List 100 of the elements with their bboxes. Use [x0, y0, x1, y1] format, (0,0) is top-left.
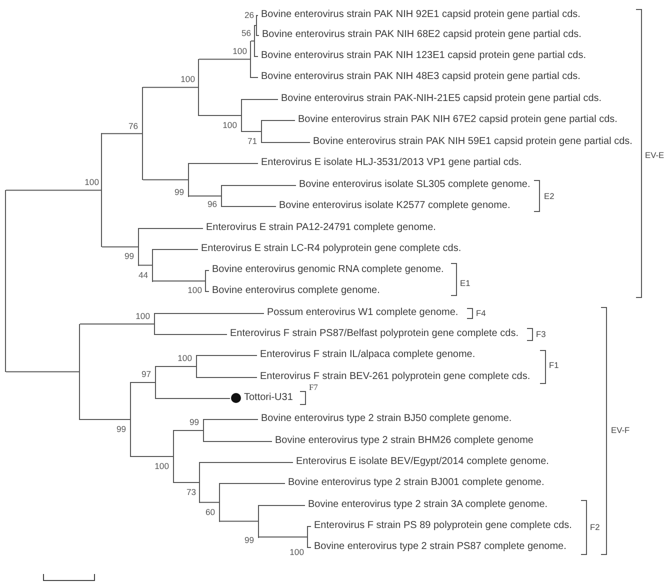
clade-label: F1: [549, 360, 559, 370]
taxon-label: Enterovirus E isolate BEV/Egypt/2014 complete genome.: [293, 455, 549, 469]
tree-branch: [198, 115, 242, 116]
tree-branch: [254, 56, 258, 57]
bootstrap-value: 99: [124, 251, 134, 261]
tree-branch: [174, 482, 200, 483]
taxon-label: Enterovirus F strain IL/alpaca complete genome.: [257, 348, 476, 362]
bootstrap-value: 99: [189, 417, 199, 427]
bootstrap-value: 100: [188, 285, 202, 295]
tree-branch: [308, 526, 312, 527]
taxon-label: Enterovirus E strain PA12-24791 complete genome.: [203, 221, 436, 235]
tree-branch: [142, 86, 198, 88]
tree-branch: [250, 77, 258, 78]
tree-branch: [204, 419, 258, 420]
bootstrap-value: 100: [84, 177, 99, 187]
taxon-label: Bovine enterovirus strain PAK-NIH-21E5 capsid protein gene partial cds.: [278, 92, 602, 106]
tree-branch: [138, 228, 204, 229]
bootstrap-value: 44: [138, 270, 148, 280]
clade-label: F7: [309, 383, 318, 393]
tree-branch: [206, 291, 210, 292]
tree-branch: [188, 163, 258, 164]
taxon-label: Bovine enterovirus isolate K2577 complete genome.: [276, 199, 510, 213]
bootstrap-value: 99: [244, 535, 254, 545]
tree-branch: [156, 398, 230, 399]
bootstrap-value: 60: [205, 507, 215, 517]
bootstrap-value: 100: [222, 120, 237, 130]
bootstrap-value: 100: [154, 461, 169, 471]
tree-branch: [6, 190, 102, 191]
bootstrap-value: 56: [241, 28, 251, 38]
tree-branch: [152, 249, 198, 250]
taxon-label: Enterovirus E isolate HLJ-3531/2013 VP1 gene partial cds.: [258, 156, 522, 170]
tree-branch: [200, 462, 294, 463]
bootstrap-value: 76: [128, 121, 138, 131]
bootstrap-value: 96: [207, 199, 217, 209]
tree-branch: [80, 418, 130, 420]
tree-branch: [198, 58, 250, 60]
clade-label: EV-E: [645, 150, 664, 160]
taxon-label: Enterovirus E strain LC-R4 polyprotein gene complete cds.: [198, 242, 462, 256]
tree-branch: [138, 264, 152, 266]
tree-branch: [142, 179, 188, 180]
clade-label: F3: [536, 329, 546, 339]
taxon-label: Bovine enterovirus strain PAK NIH 67E2 capsid protein gene partial cds.: [295, 113, 618, 127]
tree-branch: [152, 280, 206, 282]
taxon-label: Enterovirus F strain BEV-261 polyprotein gene complete cds.: [257, 370, 530, 384]
bootstrap-value: 100: [178, 353, 192, 363]
taxon-label: Enterovirus F strain PS87/Belfast polyprotein gene complete cds.: [227, 327, 518, 341]
tree-branch: [258, 536, 308, 538]
tree-branch: [6, 371, 80, 372]
taxon-label: Tottori-U31: [243, 391, 293, 405]
clade-label: E2: [544, 191, 554, 201]
taxon-label: Bovine enterovirus type 2 strain BJ001 complete genome.: [285, 476, 544, 490]
tree-branch: [250, 40, 254, 42]
clade-label: E1: [460, 278, 470, 288]
tree-branch: [242, 131, 262, 132]
clade-label: F4: [476, 308, 486, 318]
taxon-label: Bovine enterovirus type 2 strain BHM26 complete genome: [272, 434, 534, 448]
tree-branch: [174, 430, 204, 431]
tree-branch: [258, 505, 306, 506]
tree-branch: [206, 270, 210, 271]
tree-branch: [220, 520, 258, 522]
taxon-label: Bovine enterovirus genomic RNA complete genome.: [209, 263, 444, 277]
tree-branch: [222, 185, 296, 186]
tree-branch: [242, 99, 278, 100]
tree-branch: [256, 35, 260, 36]
bootstrap-value: 26: [244, 10, 254, 20]
taxon-label: Bovine enterovirus strain PAK NIH 48E3 capsid protein gene partial cds.: [258, 70, 580, 84]
bootstrap-value: 97: [141, 369, 151, 379]
bootstrap-value: 71: [247, 136, 257, 146]
taxon-label: Bovine enterovirus strain PAK NIH 59E1 capsid protein gene partial cds.: [310, 135, 632, 149]
tree-branch: [204, 441, 272, 442]
taxon-label: Bovine enterovirus strain PAK NIH 68E2 capsid protein gene partial cds.: [259, 28, 582, 42]
tree-branch: [154, 313, 264, 314]
taxon-label: Bovine enterovirus strain PAK NIH 92E1 capsid protein gene partial cds.: [258, 8, 580, 22]
bootstrap-value: 73: [186, 487, 196, 497]
clade-label: F2: [590, 522, 600, 532]
bootstrap-value: 100: [180, 74, 195, 84]
tree-branch: [130, 382, 156, 383]
bootstrap-value: 99: [174, 187, 184, 197]
tree-branch: [196, 355, 258, 356]
taxon-label: Bovine enterovirus type 2 strain PS87 complete genome.: [311, 540, 566, 554]
taxon-label: Bovine enterovirus strain PAK NIH 123E1 capsid protein gene partial cds.: [258, 49, 586, 63]
taxon-label: Bovine enterovirus complete genome.: [209, 284, 380, 298]
tree-branch: [102, 246, 138, 248]
taxon-label: Possum enterovirus W1 complete genome.: [264, 306, 458, 320]
tree-branch: [222, 206, 276, 207]
tree-branch: [220, 483, 286, 484]
bootstrap-value: 100: [232, 46, 247, 56]
tree-branch: [102, 133, 142, 134]
tree-branch: [262, 120, 296, 121]
tree-branch: [196, 377, 258, 378]
tree-branch: [156, 366, 196, 367]
taxon-label: Enterovirus F strain PS 89 polyprotein gene complete cds.: [311, 519, 572, 533]
tree-branch: [262, 142, 310, 143]
bootstrap-value: 100: [290, 547, 304, 557]
taxon-label: Bovine enterovirus type 2 strain BJ50 complete genome.: [258, 412, 512, 426]
tree-branch: [130, 456, 174, 457]
taxon-label: Bovine enterovirus isolate SL305 complete genome.: [296, 178, 530, 192]
tree-branch: [200, 502, 220, 503]
clade-label: EV-F: [611, 425, 630, 435]
bootstrap-value: 99: [116, 424, 126, 434]
